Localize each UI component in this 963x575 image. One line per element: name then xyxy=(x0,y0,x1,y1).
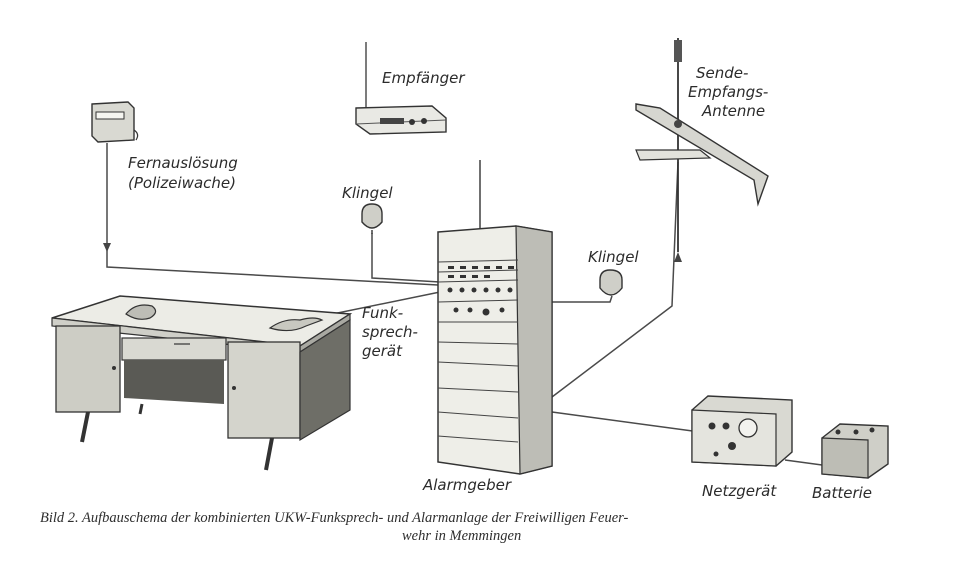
caption-line1: Bild 2. Aufbauschema der kombinierten UK… xyxy=(40,510,629,526)
fernausloesung-box xyxy=(91,101,139,143)
alarmgeber-label: Alarmgeber xyxy=(423,476,512,494)
klingel-left-label: Klingel xyxy=(342,184,393,202)
klingel-left-device xyxy=(361,203,383,234)
batterie-device xyxy=(821,423,889,479)
alarmgeber-cabinet xyxy=(437,160,553,475)
wire-fernausloesung xyxy=(106,143,439,286)
antenna-label-line2: Empfangs- xyxy=(688,83,769,101)
funksprechgeraet-label-line2: sprech- xyxy=(362,323,418,341)
caption-line2: wehr in Memmingen xyxy=(402,528,522,544)
batterie-label: Batterie xyxy=(812,484,873,502)
klingel-right-label: Klingel xyxy=(588,248,639,266)
arrow-antenna xyxy=(674,252,682,262)
funksprechgeraet-label-line3: gerät xyxy=(362,342,402,360)
klingel-right-device xyxy=(599,269,623,296)
empfaenger-device xyxy=(355,42,447,135)
antenna-label-line3: Antenne xyxy=(702,102,766,120)
wire-batterie xyxy=(784,459,823,466)
wire-klingel-left xyxy=(371,233,441,283)
empfaenger-label: Empfänger xyxy=(382,69,465,87)
netzgeraet-device xyxy=(691,395,793,467)
wire-netzgeraet xyxy=(551,411,701,433)
funksprechgeraet-label-line1: Funk- xyxy=(362,304,404,322)
antenna-label-line1: Sende- xyxy=(696,64,749,82)
polizeiwache-label: (Polizeiwache) xyxy=(128,174,236,192)
arrow-fernausloesung xyxy=(103,243,111,252)
fernausloesung-label: Fernauslösung xyxy=(128,154,238,172)
desk xyxy=(51,295,353,471)
wire-klingel-right xyxy=(552,295,613,303)
netzgeraet-label: Netzgerät xyxy=(702,482,777,500)
wire-antenna xyxy=(551,161,679,398)
antenna-device xyxy=(635,38,769,252)
